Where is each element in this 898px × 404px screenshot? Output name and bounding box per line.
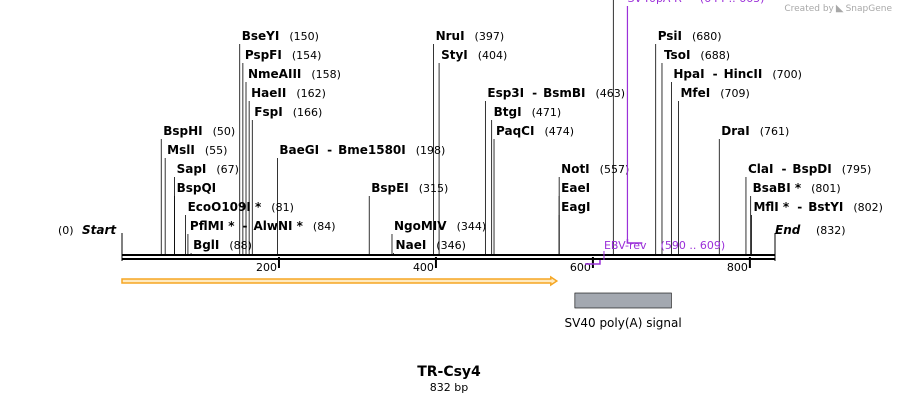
site-name: MflI * xyxy=(753,200,789,214)
credit-prefix: Created by xyxy=(784,3,834,14)
site-position: (198) xyxy=(416,144,446,157)
site-name: DraI xyxy=(721,124,749,138)
site-dash: - xyxy=(781,162,786,176)
site-position: (150) xyxy=(289,30,319,43)
site-name: BsaBI * xyxy=(753,181,802,195)
site-name: BspEI xyxy=(371,181,409,195)
primer-name: EBV-rev xyxy=(604,239,647,252)
site-dash: - xyxy=(532,86,537,100)
site-name: NotI xyxy=(561,162,590,176)
site-name: BseYI xyxy=(242,29,280,43)
snapgene-credit: Created by ◣ SnapGene xyxy=(784,3,892,14)
end-label: End xyxy=(775,223,801,237)
site-position: (88) xyxy=(229,239,252,252)
primer-arrow xyxy=(585,260,601,265)
site-position: (67) xyxy=(216,163,239,176)
site-name: PflMI * xyxy=(190,219,235,233)
site-position: (801) xyxy=(811,182,841,195)
plasmid-length: 832 bp xyxy=(429,381,469,394)
snapgene-logo-icon: ◣ xyxy=(835,3,844,14)
site-dash: - xyxy=(713,67,718,81)
site-name: BspHI xyxy=(163,124,202,138)
site-name: Esp3I xyxy=(487,86,524,100)
site-name-secondary: BsmBI xyxy=(543,86,585,100)
plasmid-name: TR-Csy4 xyxy=(417,364,481,380)
site-name-secondary: Bme1580I xyxy=(338,143,406,157)
site-name: PsiI xyxy=(658,29,682,43)
primer-range: (590 .. 609) xyxy=(661,239,726,252)
site-name: EaeI xyxy=(561,181,590,195)
site-position: (344) xyxy=(457,220,487,233)
start-position: (0) xyxy=(58,224,74,237)
site-position: (680) xyxy=(692,30,722,43)
end-position: (832) xyxy=(816,224,846,237)
site-name: NruI xyxy=(436,29,465,43)
site-name: EcoO109I * xyxy=(188,200,262,214)
site-position: (346) xyxy=(436,239,466,252)
site-name: EagI xyxy=(561,200,590,214)
tick-label: 800 xyxy=(727,261,748,274)
feature-label: SV40 poly(A) signal xyxy=(565,316,682,330)
site-position: (397) xyxy=(475,30,505,43)
site-dash: - xyxy=(327,143,332,157)
site-name: FspI xyxy=(254,105,282,119)
site-name: ClaI xyxy=(748,162,773,176)
site-name-secondary: HincII xyxy=(724,67,763,81)
tick-label: 200 xyxy=(256,261,277,274)
primer-range: (644 .. 663) xyxy=(700,0,765,5)
site-position: (709) xyxy=(720,87,750,100)
site-position: (795) xyxy=(842,163,872,176)
site-position: (154) xyxy=(292,49,322,62)
site-position: (471) xyxy=(532,106,562,119)
site-position: (81) xyxy=(271,201,294,214)
tick-label: 600 xyxy=(570,261,591,274)
site-position: (463) xyxy=(596,87,626,100)
site-position: (50) xyxy=(213,125,236,138)
site-position: (162) xyxy=(296,87,326,100)
site-position: (404) xyxy=(478,49,508,62)
site-name: BglI xyxy=(193,238,219,252)
site-name: HaeII xyxy=(251,86,286,100)
site-name: NmeAIII xyxy=(248,67,301,81)
site-position: (761) xyxy=(760,125,790,138)
site-position: (557) xyxy=(600,163,630,176)
site-name: BaeGI xyxy=(279,143,319,157)
start-label: Start xyxy=(82,223,117,237)
site-position: (84) xyxy=(313,220,336,233)
site-name: PspFI xyxy=(245,48,282,62)
site-position: (802) xyxy=(853,201,883,214)
site-dash: - xyxy=(242,219,247,233)
tick-label: 400 xyxy=(413,261,434,274)
site-name-secondary: AlwNI * xyxy=(253,219,303,233)
site-name: PaqCI xyxy=(496,124,534,138)
primer-arrow xyxy=(626,239,643,244)
site-name-secondary: BspDI xyxy=(792,162,831,176)
site-name: MfeI xyxy=(680,86,710,100)
site-name: StyI xyxy=(441,48,468,62)
site-name: MslI xyxy=(167,143,195,157)
site-name: HpaI xyxy=(673,67,704,81)
site-name: TsoI xyxy=(664,48,690,62)
credit-brand: SnapGene xyxy=(845,3,892,14)
site-position: (700) xyxy=(772,68,802,81)
site-position: (158) xyxy=(311,68,341,81)
site-dash: - xyxy=(797,200,802,214)
site-name: NaeI xyxy=(396,238,427,252)
site-name: SapI xyxy=(177,162,207,176)
site-name: BspQI xyxy=(177,181,217,195)
feature-box xyxy=(574,292,672,309)
site-position: (55) xyxy=(205,144,228,157)
site-name: BtgI xyxy=(494,105,522,119)
site-position: (688) xyxy=(700,49,730,62)
orf-arrow xyxy=(121,275,559,287)
primer-name: SV40pA-R xyxy=(627,0,682,5)
site-position: (166) xyxy=(293,106,323,119)
site-name-secondary: BstYI xyxy=(808,200,843,214)
site-position: (474) xyxy=(544,125,574,138)
